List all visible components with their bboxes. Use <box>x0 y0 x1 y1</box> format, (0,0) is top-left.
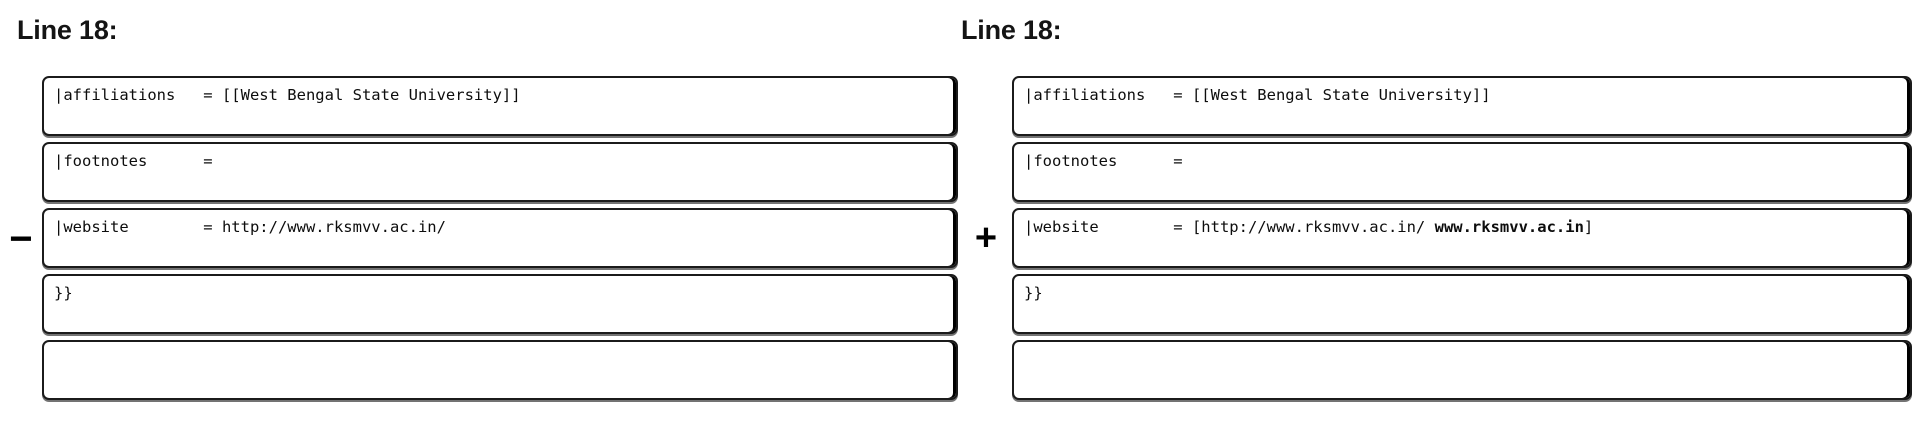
diff-line-box[interactable]: }} <box>1012 274 1912 334</box>
diff-plain-text: }} <box>54 284 73 302</box>
diff-rows-left: |affiliations = [[West Bengal State Univ… <box>0 76 960 427</box>
diff-line-row <box>960 340 1920 400</box>
diff-marker-cell <box>0 142 42 202</box>
diff-line-box[interactable]: |affiliations = [[West Bengal State Univ… <box>1012 76 1912 136</box>
diff-plain-text: |footnotes = <box>1024 152 1183 170</box>
line-heading-right: Line 18: <box>961 15 1062 45</box>
diff-plain-text: |affiliations = [[West Bengal State Univ… <box>1024 86 1491 104</box>
diff-plain-text: |website = [http://www.rksmvv.ac.in/ <box>1024 218 1435 236</box>
diff-marker-cell <box>0 274 42 334</box>
diff-line-text <box>1024 350 1900 369</box>
diff-line-text: |footnotes = <box>54 152 946 171</box>
diff-line-row: + |website = [http://www.rksmvv.ac.in/ ww… <box>960 208 1920 268</box>
diff-line-text: }} <box>54 284 946 303</box>
removed-line-marker-icon: − <box>9 217 33 261</box>
diff-line-text <box>54 350 946 369</box>
diff-line-text: |website = [http://www.rksmvv.ac.in/ www… <box>1024 218 1900 237</box>
diff-column-left: Line 18: |affiliations = [[West Bengal S… <box>0 15 960 427</box>
diff-line-row <box>0 340 960 400</box>
diff-line-text: |affiliations = [[West Bengal State Univ… <box>54 86 946 105</box>
diff-line-row: |affiliations = [[West Bengal State Univ… <box>960 76 1920 136</box>
diff-line-text: |website = http://www.rksmvv.ac.in/ <box>54 218 946 237</box>
diff-marker-cell <box>960 142 1012 202</box>
diff-line-box[interactable]: |website = [http://www.rksmvv.ac.in/ www… <box>1012 208 1912 268</box>
diff-line-row: }} <box>0 274 960 334</box>
diff-marker-cell <box>960 274 1012 334</box>
diff-line-text: }} <box>1024 284 1900 303</box>
diff-line-empty <box>1024 350 1033 368</box>
diff-line-box[interactable]: |footnotes = <box>42 142 958 202</box>
diff-column-right: Line 18: |affiliations = [[West Bengal S… <box>960 0 1920 427</box>
diff-plain-text: |affiliations = [[West Bengal State Univ… <box>54 86 521 104</box>
diff-rows-right: |affiliations = [[West Bengal State Univ… <box>960 76 1920 427</box>
diff-line-row: − |website = http://www.rksmvv.ac.in/ <box>0 208 960 268</box>
diff-line-box[interactable]: }} <box>42 274 958 334</box>
diff-marker-cell: + <box>960 208 1012 268</box>
added-line-marker-icon: + <box>974 217 998 259</box>
diff-plain-text: |footnotes = <box>54 152 213 170</box>
diff-line-row: |footnotes = <box>0 142 960 202</box>
diff-marker-cell <box>0 340 42 400</box>
diff-line-text: |footnotes = <box>1024 152 1900 171</box>
diff-marker-cell: − <box>0 208 42 268</box>
diff-line-box[interactable]: |affiliations = [[West Bengal State Univ… <box>42 76 958 136</box>
diff-marker-cell <box>960 340 1012 400</box>
diff-line-empty <box>54 350 63 368</box>
diff-marker-cell <box>0 76 42 136</box>
diff-plain-text: ] <box>1583 218 1594 236</box>
diff-line-row: }} <box>960 274 1920 334</box>
diff-line-box[interactable]: |footnotes = <box>1012 142 1912 202</box>
diff-line-box[interactable]: |website = http://www.rksmvv.ac.in/ <box>42 208 958 268</box>
diff-line-box[interactable] <box>1012 340 1912 400</box>
diff-plain-text: }} <box>1024 284 1043 302</box>
diff-line-box[interactable] <box>42 340 958 400</box>
diff-plain-text: |website = http://www.rksmvv.ac.in/ <box>54 218 446 236</box>
diff-changed-text: www.rksmvv.ac.in <box>1434 218 1584 236</box>
diff-marker-cell <box>960 76 1012 136</box>
diff-line-row: |affiliations = [[West Bengal State Univ… <box>0 76 960 136</box>
line-heading-left: Line 18: <box>17 15 118 45</box>
diff-line-text: |affiliations = [[West Bengal State Univ… <box>1024 86 1900 105</box>
diff-line-row: |footnotes = <box>960 142 1920 202</box>
